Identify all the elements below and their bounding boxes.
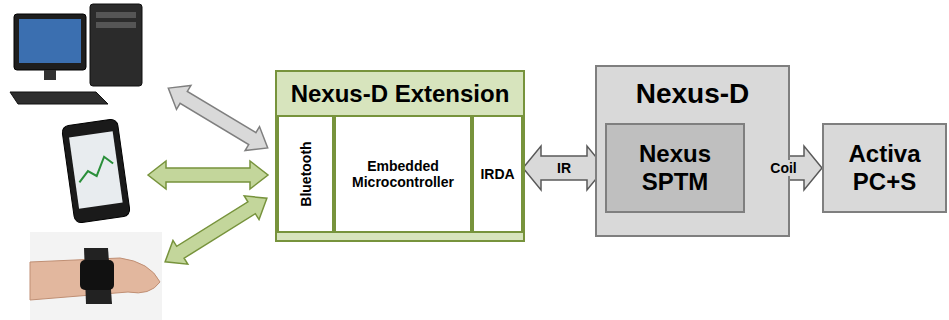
link-arrow [161,76,275,160]
module-cell: IRDA [472,115,523,233]
link-arrow [148,161,268,189]
link-arrow [158,186,275,273]
box-label: Embedded Microcontroller [344,158,462,190]
box-label: IRDA [480,166,514,182]
box-label: Activa PC+S [834,140,935,195]
box-label: Bluetooth [297,141,313,206]
pc-drive [96,12,136,18]
pc-drive [96,22,136,28]
extension-box: Nexus-D ExtensionBluetooth Embedded Micro… [275,70,525,242]
text-holder: Bluetooth [279,117,332,231]
wrist-photo-ground [30,232,162,320]
link-arrow [158,186,275,273]
box-heading: Nexus-D [636,78,750,110]
module-cell: Bluetooth [277,115,334,233]
device-box: Nexus-D Nexus SPTM [595,65,790,237]
text-holder: IRDA [474,117,521,231]
text-holder: Embedded Microcontroller [336,117,470,231]
text-holder: Nexus-D Extension [277,72,523,115]
computer-picture [10,4,142,104]
device-box: Activa PC+S [822,123,947,213]
pc-stand [44,70,56,80]
wrist-picture [30,232,162,320]
phone-trace [76,156,115,183]
box-heading: Nexus-D Extension [291,80,510,108]
pc-keyboard [10,92,108,104]
link-arrow [523,146,605,190]
link-label: IR [555,160,573,176]
box-label: Nexus SPTM [619,140,731,195]
module-cell: Embedded Microcontroller [334,115,472,233]
phone-screen [69,131,123,208]
module-box: Nexus SPTM [605,123,745,213]
pc-tower [90,4,142,86]
text-holder: Activa PC+S [824,125,945,211]
text-holder: Nexus SPTM [607,125,743,211]
text-holder: Nexus-D [597,67,788,121]
link-label: Coil [768,160,798,176]
phone-body [61,119,130,224]
wrist-watch [80,260,114,290]
link-arrow [161,76,275,160]
phone-picture [61,119,130,224]
pc-monitor [14,14,86,70]
pc-screen [19,19,81,63]
